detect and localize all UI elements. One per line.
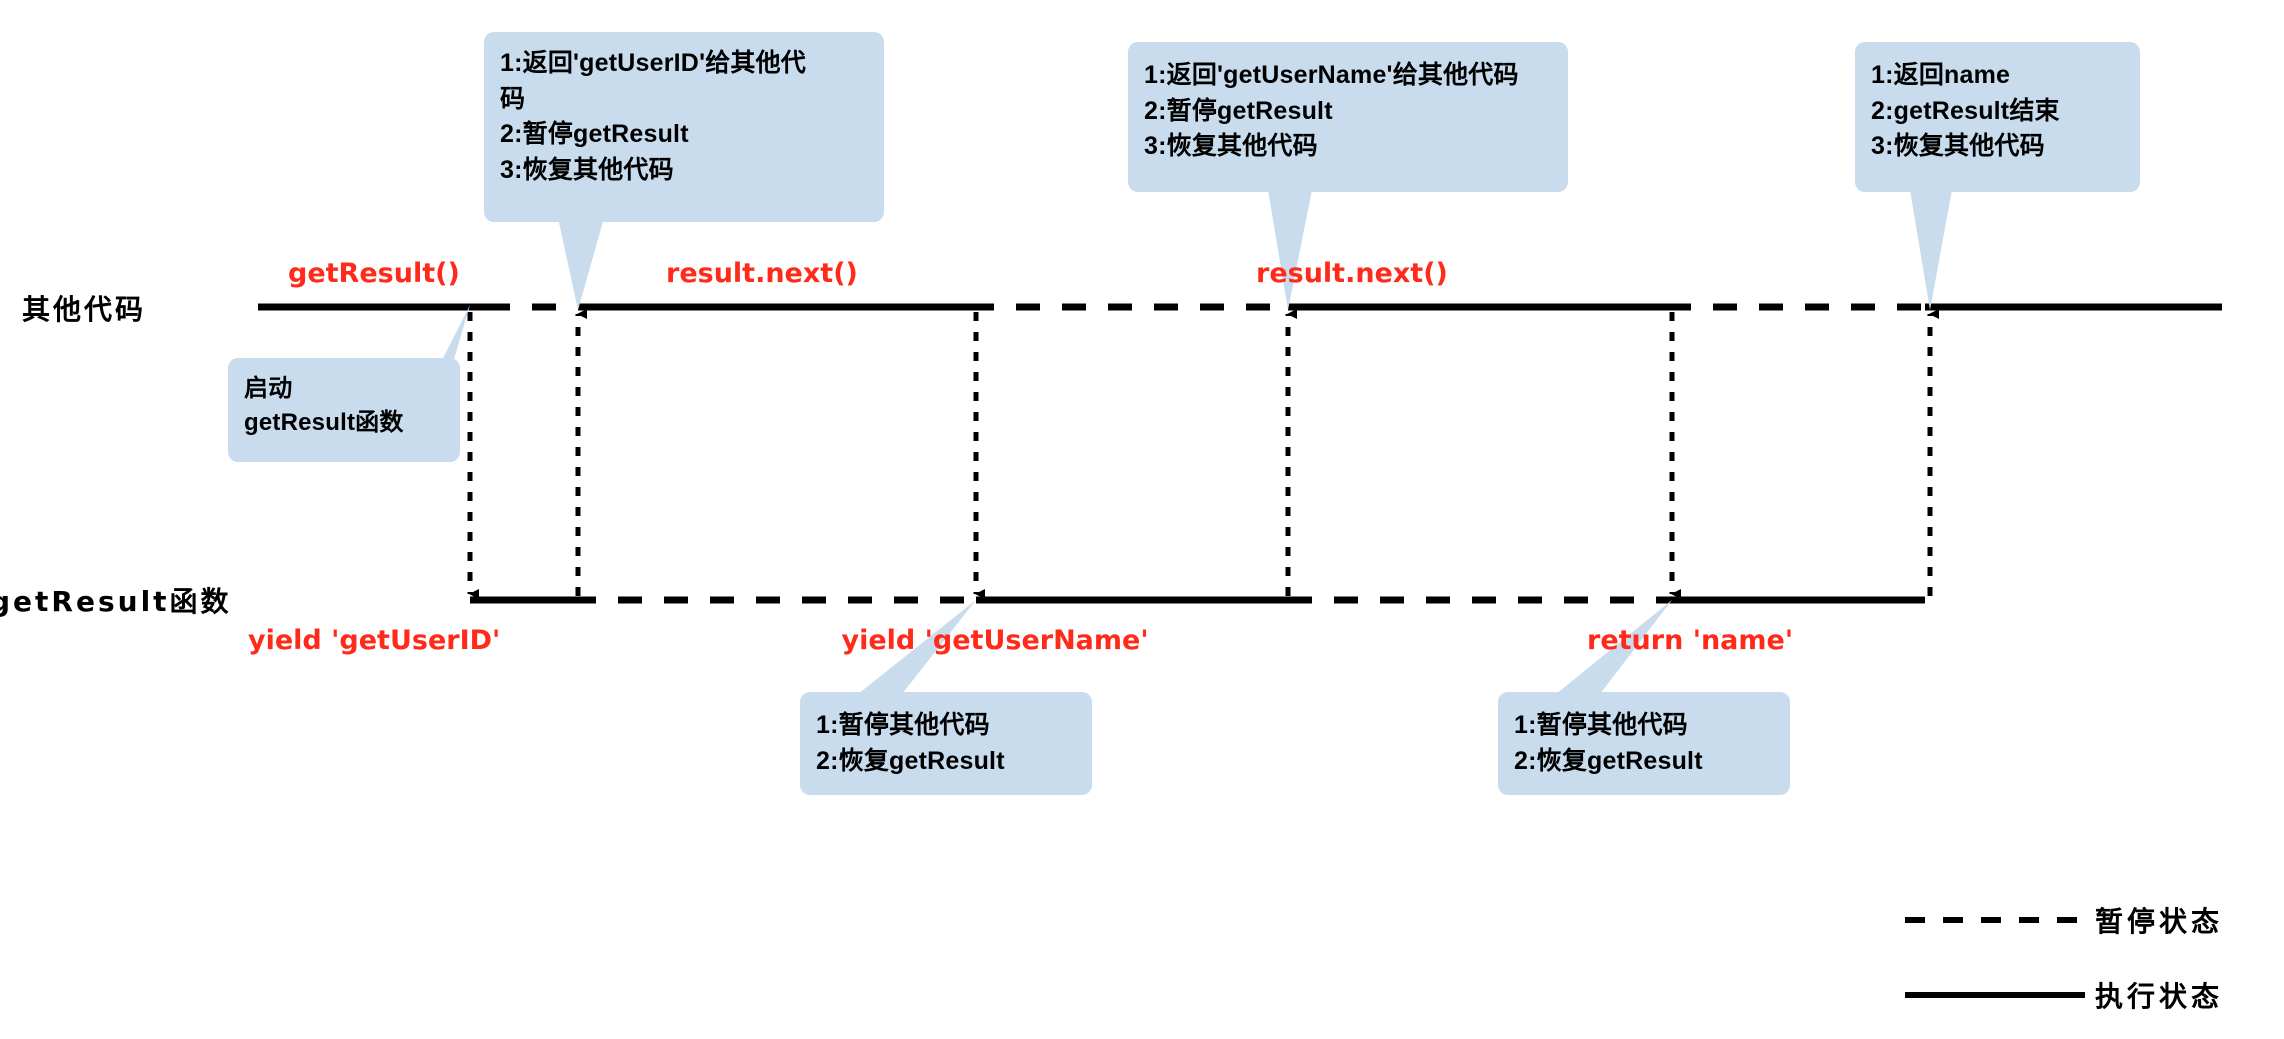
- callout-line: 1:暂停其他代码: [816, 711, 990, 739]
- callout-line: 启动: [244, 375, 293, 402]
- callout-line: 1:返回'getUserID'给其他代: [500, 49, 807, 77]
- callout-return-name-detail: 1:返回name 2:getResult结束 3:恢复其他代码: [1855, 42, 2140, 192]
- callout-start-getresult: 启动 getResult函数: [228, 358, 460, 462]
- row-label-other-code: 其他代码: [22, 293, 147, 326]
- callout-line: getResult函数: [244, 409, 404, 437]
- callout-line: 3:恢复其他代码: [1144, 132, 1318, 160]
- legend-label-running: 执行状态: [2095, 980, 2224, 1013]
- callout-line: 1:返回'getUserName'给其他代码: [1144, 61, 1519, 89]
- callout-line: 2:暂停getResult: [1144, 96, 1333, 125]
- callout-tail-yield-getuserid-detail: [558, 218, 604, 310]
- callout-line: 3:恢复其他代码: [1871, 132, 2045, 160]
- callout-line: 2:暂停getResult: [500, 120, 689, 148]
- callout-line: 码: [500, 84, 526, 113]
- code-label-result-next-2: result.next(): [1256, 258, 1448, 289]
- code-label-result-next-1: result.next(): [666, 258, 858, 289]
- callout-line: 2:恢复getResult: [1514, 746, 1703, 775]
- legend-label-paused: 暂停状态: [2095, 905, 2224, 938]
- callout-line: 1:暂停其他代码: [1514, 711, 1688, 739]
- callout-yield-getusername-detail: 1:返回'getUserName'给其他代码 2:暂停getResult 3:恢…: [1128, 42, 1568, 192]
- callout-line: 3:恢复其他代码: [500, 155, 674, 184]
- callout-tail-yield-getusername-detail: [1268, 190, 1312, 310]
- callout-line: 2:恢复getResult: [816, 746, 1005, 775]
- code-label-return-name: return 'name': [1587, 625, 1794, 656]
- callout-line: 2:getResult结束: [1871, 96, 2060, 125]
- code-label-getresult-call: getResult(): [288, 258, 460, 289]
- callout-resume-getresult-2: 1:暂停其他代码 2:恢复getResult: [1498, 692, 1790, 795]
- callout-resume-getresult-1: 1:暂停其他代码 2:恢复getResult: [800, 692, 1092, 795]
- callout-line: 1:返回name: [1871, 61, 2011, 89]
- callout-tail-return-name-detail: [1910, 190, 1952, 310]
- row-label-getresult-function: getResult函数: [0, 585, 232, 618]
- code-label-yield-getusername: yield 'getUserName': [841, 625, 1149, 656]
- code-label-yield-getuserid: yield 'getUserID': [248, 625, 501, 656]
- callout-yield-getuserid-detail: 1:返回'getUserID'给其他代 码 2:暂停getResult 3:恢复…: [484, 32, 884, 222]
